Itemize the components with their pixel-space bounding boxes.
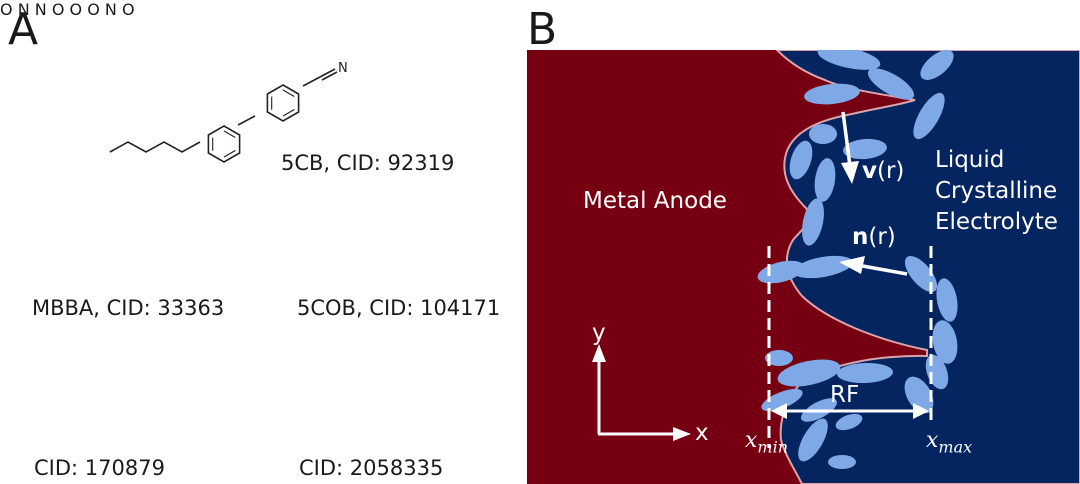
molecule-5cob: N O	[35, 0, 70, 19]
electrolyte-label-line2: Crystalline	[935, 178, 1058, 204]
liquid-crystal-molecules	[757, 50, 958, 469]
xmin-label: xmin	[745, 428, 789, 457]
electrolyte-label-line1: Liquid	[935, 147, 1005, 173]
molecule-cid-170879: O O	[70, 0, 105, 19]
rf-arrowhead-left	[771, 403, 787, 419]
y-axis-label: y	[592, 320, 606, 346]
molecule-caption-5cob: 5COB, CID: 104171	[297, 296, 501, 320]
molecule-caption-5cb: 5CB, CID: 92319	[281, 151, 455, 175]
molecule-caption-mbba: MBBA, CID: 33363	[32, 296, 225, 320]
velocity-arrowhead	[841, 161, 859, 184]
electrolyte-label-line3: Electrolyte	[935, 209, 1058, 235]
director-arrow	[856, 263, 908, 276]
molecule-structures: N	[109, 61, 348, 163]
rf-arrowhead-right	[913, 403, 929, 419]
xmax-label: xmax	[926, 428, 973, 457]
atom-o-label: O	[121, 0, 135, 19]
rf-label: RF	[830, 382, 860, 408]
panel-a-label: A	[8, 4, 39, 55]
panel-b-label: B	[527, 4, 558, 55]
atom-n-label: N	[338, 61, 348, 76]
atom-n-label: N	[17, 0, 30, 19]
x-axis-arrowhead	[673, 427, 691, 441]
atom-n-label: N	[34, 0, 47, 19]
dendrite-schematic	[527, 50, 1080, 484]
molecule-cid-2058335: N O	[105, 0, 135, 19]
atom-o-label: O	[87, 0, 100, 19]
velocity-label: v(r)	[862, 158, 905, 184]
velocity-arrow	[841, 111, 852, 167]
molecule-caption-cid-2058335: CID: 2058335	[299, 456, 444, 480]
molecule-caption-cid-170879: CID: 170879	[34, 456, 165, 480]
molecule-5cb: N	[109, 61, 348, 163]
y-axis-arrowhead	[592, 344, 606, 362]
atom-n-label: N	[104, 0, 117, 19]
atom-o-label: O	[0, 0, 13, 19]
molecule-mbba: O N	[0, 0, 35, 19]
x-axis-label: x	[695, 420, 709, 446]
metal-anode-label: Metal Anode	[583, 188, 727, 214]
director-arrowhead	[839, 256, 865, 274]
director-label: n(r)	[852, 224, 896, 250]
atom-o-label: O	[51, 0, 65, 19]
atom-o-label: O	[69, 0, 83, 19]
